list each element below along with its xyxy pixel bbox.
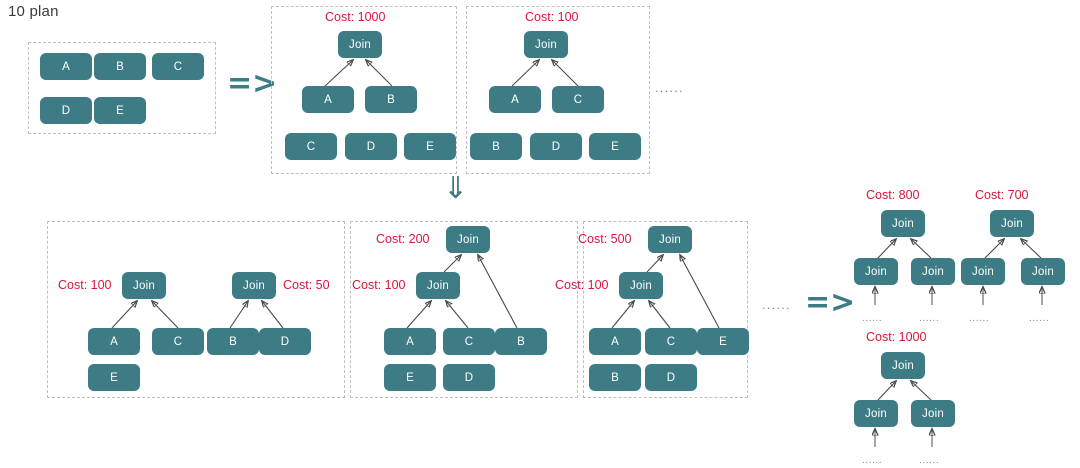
stage4-plan-2-join-root[interactable]: Join: [990, 210, 1034, 237]
stage4-plan-3-join-root[interactable]: Join: [881, 352, 925, 379]
stage2-plan-2-container: [466, 6, 650, 174]
stage4-plan-2-leaf-dots-right: ......: [1029, 313, 1050, 324]
stage4-plan-3-join-right[interactable]: Join: [911, 400, 955, 427]
stage3-plan-1-right-child-d[interactable]: D: [259, 328, 311, 355]
stage2-plan-2-remaining-d[interactable]: D: [530, 133, 582, 160]
stage2-plan-1-cost: Cost: 1000: [325, 10, 386, 24]
stage3-plan-2-remaining-e[interactable]: E: [384, 364, 436, 391]
stage3-plan-3-cost-sub: Cost: 100: [555, 278, 609, 292]
stage1-container: [28, 42, 216, 134]
node-relation-e[interactable]: E: [94, 97, 146, 124]
stage3-plan-2-child-a[interactable]: A: [384, 328, 436, 355]
stage3-more-dots: ......: [762, 297, 791, 312]
node-relation-b[interactable]: B: [94, 53, 146, 80]
stage4-plan-1-join-left[interactable]: Join: [854, 258, 898, 285]
stage3-plan-2-remaining-d[interactable]: D: [443, 364, 495, 391]
stage4-plan-1-leaf-dots-left: ......: [862, 313, 883, 324]
stage4-plan-3-leaf-dots-right: ......: [919, 455, 940, 466]
stage2-plan-1-container: [271, 6, 457, 174]
page-title: 10 plan: [8, 3, 59, 20]
arrow-stage1-to-stage2: =>: [227, 66, 278, 101]
stage3-plan-2-join-sub[interactable]: Join: [416, 272, 460, 299]
stage4-plan-1-cost: Cost: 800: [866, 188, 920, 202]
stage3-plan-2-child-c[interactable]: C: [443, 328, 495, 355]
stage3-plan-3-remaining-d[interactable]: D: [645, 364, 697, 391]
stage2-plan-1-join[interactable]: Join: [338, 31, 382, 58]
stage3-plan-2-cost-sub: Cost: 100: [352, 278, 406, 292]
stage3-plan-1-cost-left: Cost: 100: [58, 278, 112, 292]
node-relation-a[interactable]: A: [40, 53, 92, 80]
stage4-plan-3-cost: Cost: 1000: [866, 330, 927, 344]
stage2-plan-2-join[interactable]: Join: [524, 31, 568, 58]
stage3-plan-1-container: [47, 221, 345, 398]
stage3-plan-3-join-top[interactable]: Join: [648, 226, 692, 253]
stage2-plan-2-child-c[interactable]: C: [552, 86, 604, 113]
stage4-plan-1-join-root[interactable]: Join: [881, 210, 925, 237]
node-relation-c[interactable]: C: [152, 53, 204, 80]
stage2-plan-1-remaining-e[interactable]: E: [404, 133, 456, 160]
stage2-plan-2-remaining-b[interactable]: B: [470, 133, 522, 160]
stage3-plan-1-join-right[interactable]: Join: [232, 272, 276, 299]
node-relation-d[interactable]: D: [40, 97, 92, 124]
stage3-plan-1-left-child-a[interactable]: A: [88, 328, 140, 355]
stage3-plan-3-cost-top: Cost: 500: [578, 232, 632, 246]
stage2-more-dots: ......: [655, 80, 684, 95]
stage3-plan-1-remaining-e[interactable]: E: [88, 364, 140, 391]
stage4-plan-1-leaf-dots-right: ......: [919, 313, 940, 324]
stage2-plan-1-remaining-d[interactable]: D: [345, 133, 397, 160]
stage3-plan-3-remaining-b[interactable]: B: [589, 364, 641, 391]
stage3-plan-3-child-e[interactable]: E: [697, 328, 749, 355]
stage3-plan-3-child-a[interactable]: A: [589, 328, 641, 355]
stage2-plan-2-remaining-e[interactable]: E: [589, 133, 641, 160]
stage3-plan-3-child-c[interactable]: C: [645, 328, 697, 355]
arrow-stage3-to-stage4: =>: [805, 285, 856, 320]
stage2-plan-2-child-a[interactable]: A: [489, 86, 541, 113]
stage2-plan-2-cost: Cost: 100: [525, 10, 579, 24]
stage3-plan-2-container: [350, 221, 578, 398]
stage3-plan-2-join-top[interactable]: Join: [446, 226, 490, 253]
stage4-plan-1-join-right[interactable]: Join: [911, 258, 955, 285]
stage4-plan-3-leaf-dots-left: ......: [862, 455, 883, 466]
stage3-plan-1-right-child-b[interactable]: B: [207, 328, 259, 355]
stage3-plan-2-cost-top: Cost: 200: [376, 232, 430, 246]
stage3-plan-1-join-left[interactable]: Join: [122, 272, 166, 299]
stage4-plan-2-join-left[interactable]: Join: [961, 258, 1005, 285]
stage3-plan-1-cost-right: Cost: 50: [283, 278, 330, 292]
stage3-plan-1-left-child-c[interactable]: C: [152, 328, 204, 355]
stage4-plan-2-cost: Cost: 700: [975, 188, 1029, 202]
stage3-plan-2-child-b[interactable]: B: [495, 328, 547, 355]
stage2-plan-1-child-a[interactable]: A: [302, 86, 354, 113]
stage4-plan-2-leaf-dots-left: ......: [969, 313, 990, 324]
stage4-plan-3-join-left[interactable]: Join: [854, 400, 898, 427]
stage2-plan-1-remaining-c[interactable]: C: [285, 133, 337, 160]
stage3-plan-3-join-sub[interactable]: Join: [619, 272, 663, 299]
arrow-stage2-to-stage3: ⇓: [443, 171, 469, 206]
stage3-plan-3-container: [583, 221, 748, 398]
stage2-plan-1-child-b[interactable]: B: [365, 86, 417, 113]
stage4-plan-2-join-right[interactable]: Join: [1021, 258, 1065, 285]
